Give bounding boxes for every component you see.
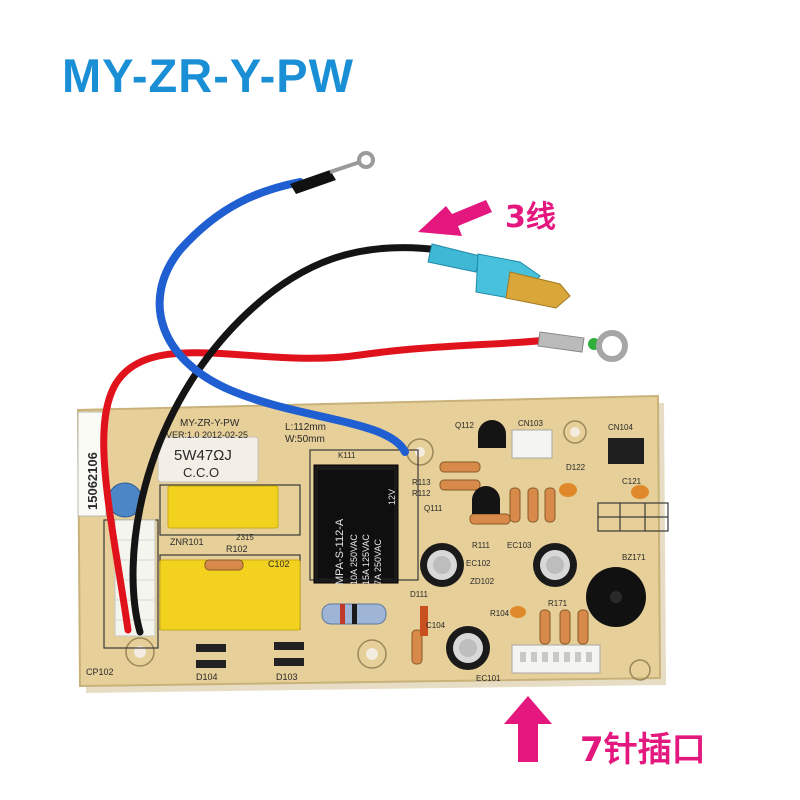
red-wire-terminal — [537, 330, 628, 362]
label-code: 2315 — [236, 533, 254, 542]
relay-rating-2: 15A 125VAC — [361, 534, 371, 585]
label-c104: C104 — [426, 621, 446, 630]
label-bz171: BZ171 — [622, 553, 646, 562]
product-title: MY-ZR-Y-PW — [62, 49, 354, 102]
label-d103: D103 — [276, 672, 298, 682]
black-wire — [129, 244, 444, 636]
board-model: MY-ZR-Y-PW — [180, 418, 240, 429]
label-cp102: CP102 — [86, 667, 114, 677]
label-r113: R113 — [412, 478, 431, 487]
black-wire-terminal — [427, 243, 571, 309]
relay-model: MPA-S-112-A — [334, 518, 346, 585]
relay-rating-1: 10A 250VAC — [349, 534, 359, 585]
blue-wire — [155, 178, 409, 456]
label-ec101: EC101 — [476, 674, 501, 683]
wires-callout-label: 3线 — [505, 200, 556, 235]
label-zd102: ZD102 — [470, 577, 495, 586]
label-q111: Q111 — [424, 504, 443, 513]
label-znr101: ZNR101 — [170, 537, 204, 547]
wires-callout-arrow — [418, 200, 492, 236]
electrolytic-capacitors — [420, 543, 577, 670]
label-c121: C121 — [622, 477, 642, 486]
connector-cn103 — [511, 429, 553, 459]
label-r112: R112 — [412, 489, 431, 498]
transistor-q111 — [472, 486, 500, 514]
resistor-marking-bottom: C.C.O — [183, 465, 219, 480]
label-r171: R171 — [548, 599, 568, 608]
label-d111: D111 — [410, 590, 428, 599]
power-resistor — [157, 436, 259, 483]
label-k111: K111 — [338, 451, 356, 460]
label-cn104: CN104 — [608, 423, 633, 432]
board-version: VER:1.0 2012-02-25 — [166, 430, 248, 440]
board-length: L:112mm — [285, 422, 326, 433]
label-d104: D104 — [196, 672, 218, 682]
label-r104: R104 — [490, 609, 510, 618]
blue-wire-terminal — [290, 151, 375, 194]
label-r111: R111 — [472, 541, 490, 550]
x-capacitor-small — [167, 485, 279, 529]
label-ec103: EC103 — [507, 541, 532, 550]
label-cn103: CN103 — [518, 419, 543, 428]
serial-number: 15062106 — [85, 452, 100, 510]
resistor-marking-top: 5W47ΩJ — [174, 447, 232, 464]
relay-coil: 12V — [387, 489, 397, 505]
connector-cn104 — [608, 438, 644, 464]
port-callout-label: 7针插口 — [580, 730, 706, 770]
port-callout-arrow — [504, 696, 552, 762]
label-q112: Q112 — [455, 421, 475, 430]
relay-rating-3: 7A 250VAC — [373, 539, 383, 585]
resistor-group — [204, 461, 589, 665]
transistor-q112 — [478, 420, 506, 448]
diodes — [196, 606, 428, 668]
label-ec102: EC102 — [466, 559, 491, 568]
label-c102: C102 — [268, 559, 290, 569]
label-r102: R102 — [226, 544, 248, 554]
label-d122: D122 — [566, 463, 586, 472]
red-wire — [100, 336, 552, 634]
board-width: W:50mm — [285, 434, 325, 445]
